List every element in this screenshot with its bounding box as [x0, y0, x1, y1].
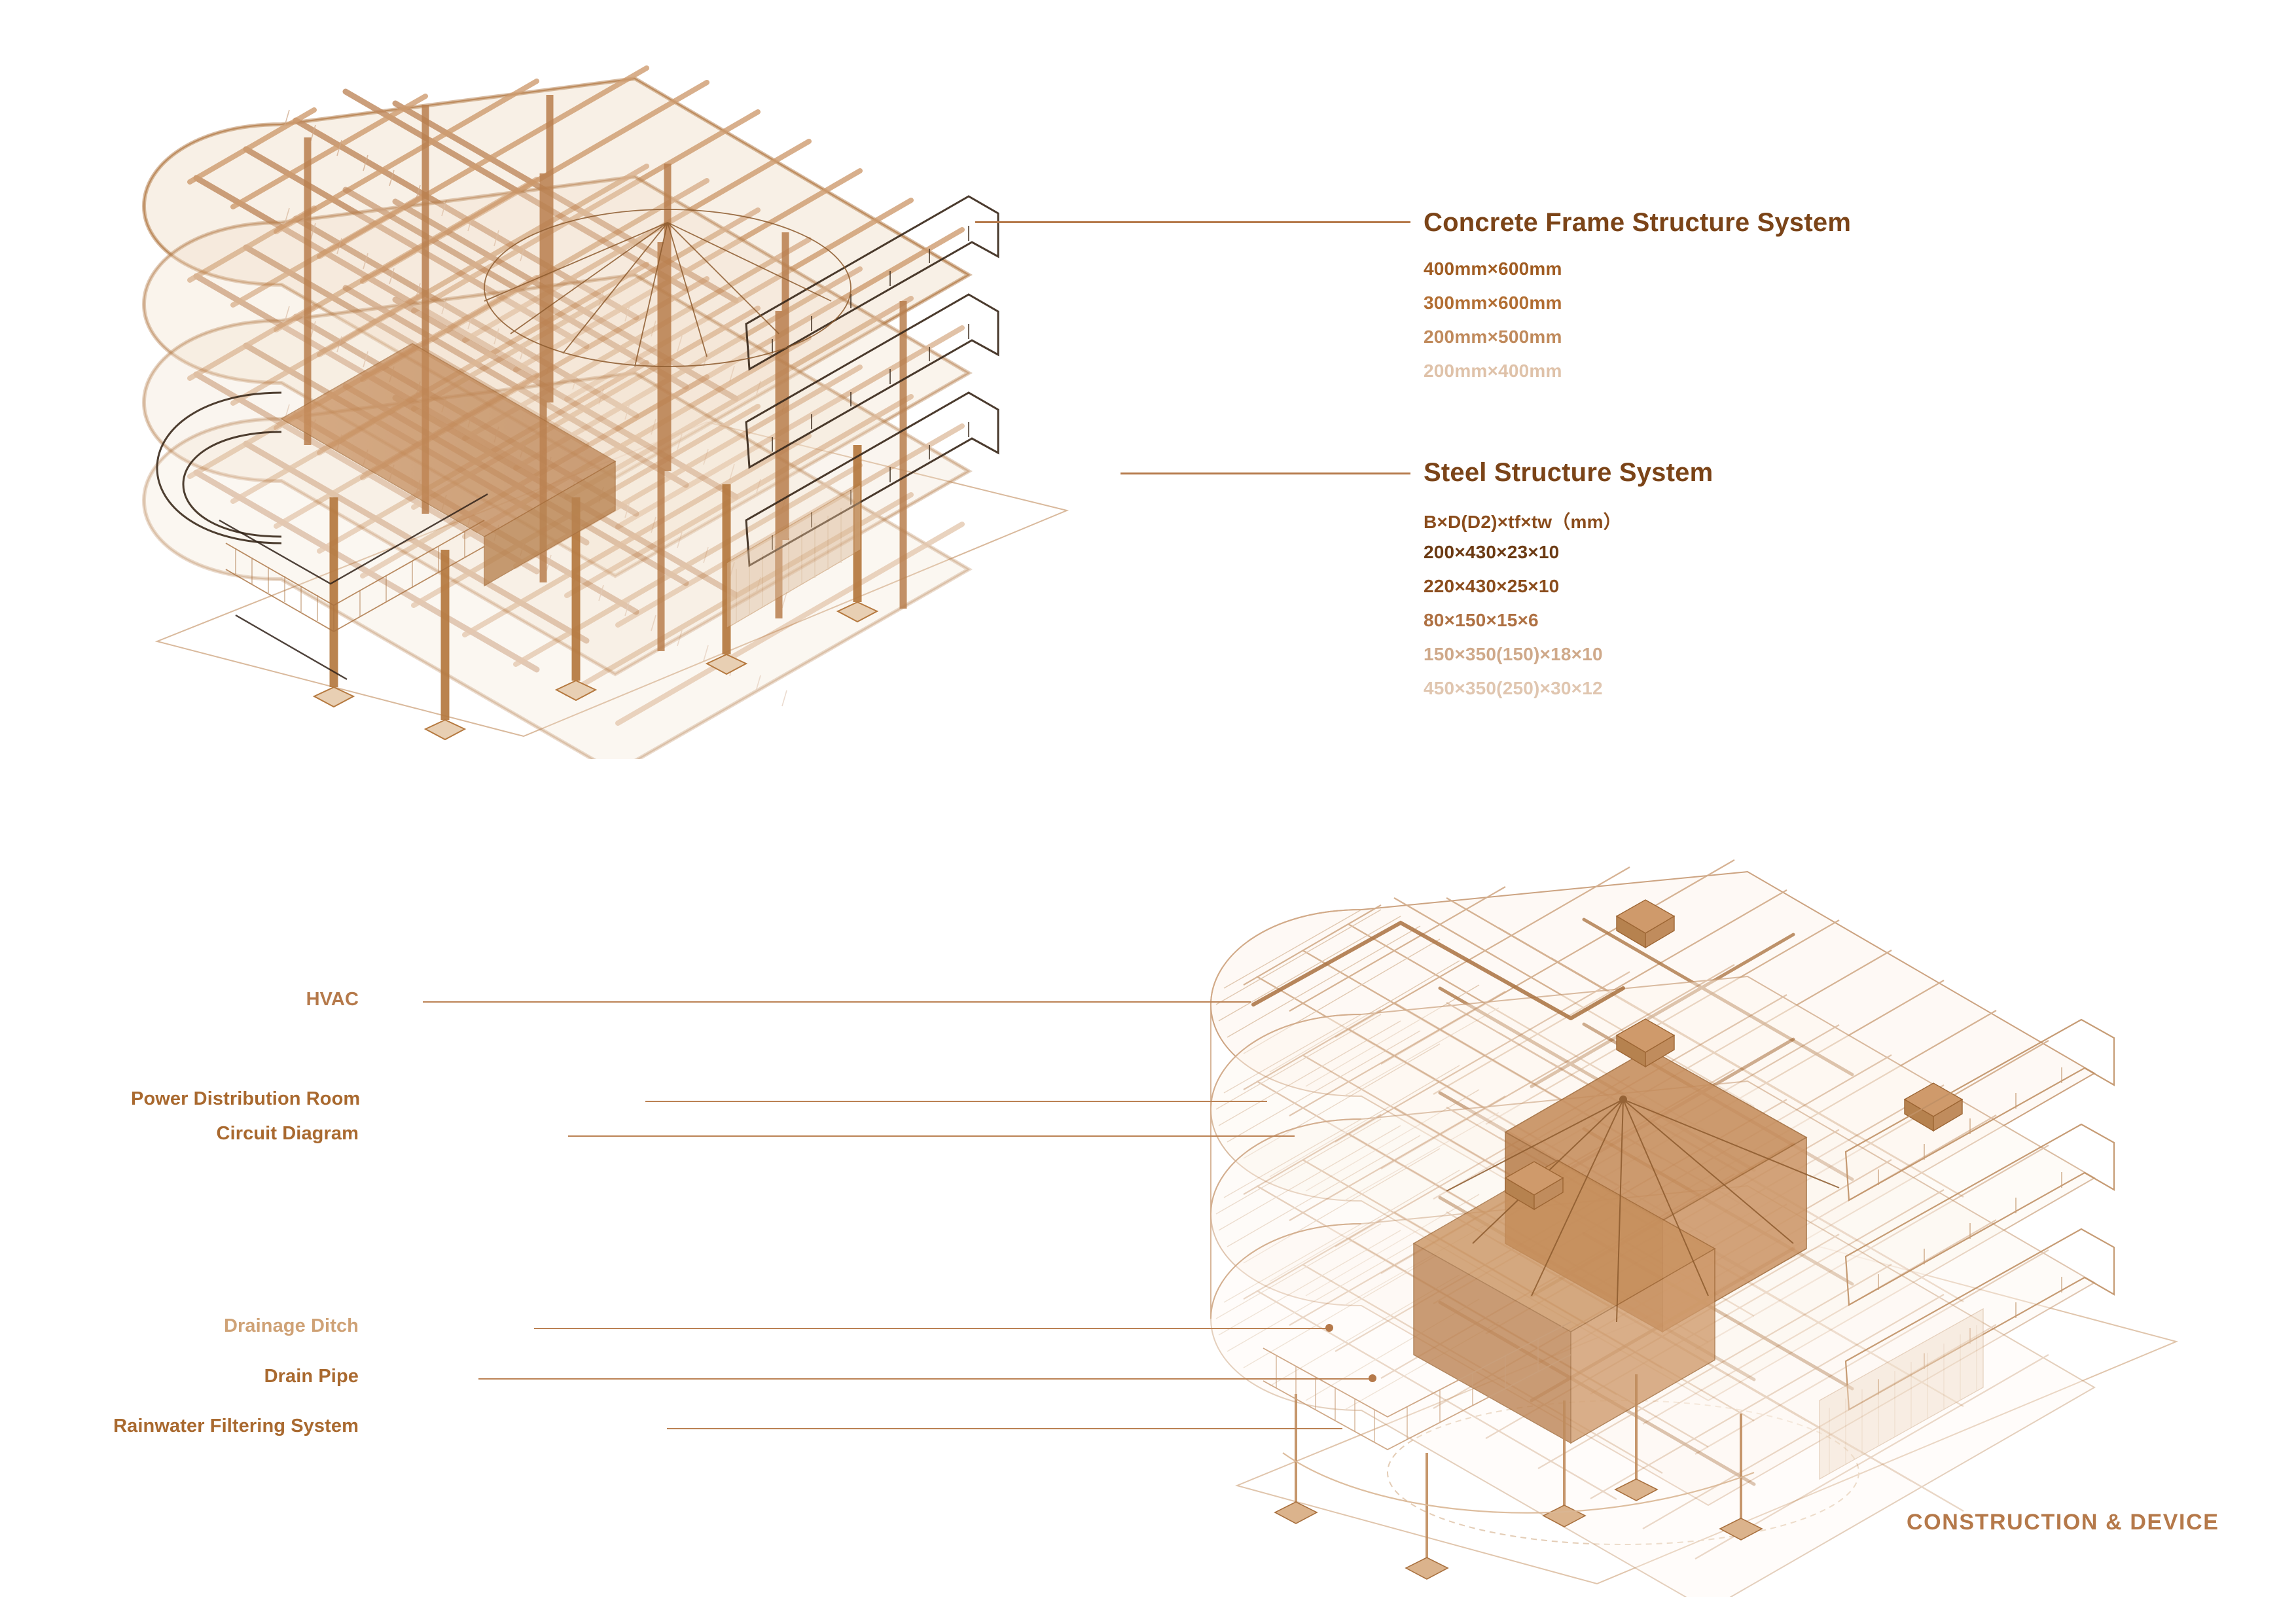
annotation-item-steel-1: B×D(D2)×tf×tw（mm） — [1424, 512, 1622, 532]
leader-line-circuit-diagram — [568, 1135, 1295, 1137]
annotation-item-concrete-4: 200mm×400mm — [1424, 361, 1562, 381]
annotation-item-steel-6: 450×350(250)×30×12 — [1424, 678, 1603, 698]
leader-line-drain-pipe — [478, 1378, 1372, 1380]
label-drainage-ditch: Drainage Ditch — [223, 1315, 359, 1336]
annotation-heading-concrete: Concrete Frame Structure System — [1424, 208, 1852, 237]
structure-svg — [118, 26, 1069, 759]
annotation-item-concrete-3: 200mm×500mm — [1424, 327, 1562, 347]
leader-endpoint-drainage-ditch — [1325, 1324, 1333, 1332]
annotation-heading-steel: Steel Structure System — [1424, 458, 1713, 487]
label-hvac: HVAC — [306, 989, 359, 1010]
leader-endpoint-drain-pipe — [1369, 1374, 1376, 1382]
mep-svg — [1165, 825, 2179, 1597]
leader-line-concrete — [975, 221, 1410, 223]
mep-axonometric-drawing — [1165, 825, 2265, 1597]
leader-line-hvac — [423, 1001, 1251, 1003]
leader-line-rainwater-filtering-system — [667, 1428, 1342, 1429]
annotation-item-steel-3: 220×430×25×10 — [1424, 576, 1560, 596]
label-circuit-diagram: Circuit Diagram — [216, 1123, 359, 1144]
label-rainwater-filtering-system: Rainwater Filtering System — [113, 1416, 359, 1436]
annotation-item-steel-5: 150×350(150)×18×10 — [1424, 644, 1603, 664]
leader-line-drainage-ditch — [534, 1328, 1329, 1329]
label-power-distribution-room: Power Distribution Room — [131, 1088, 361, 1109]
annotation-item-steel-2: 200×430×23×10 — [1424, 542, 1560, 562]
annotation-item-steel-4: 80×150×15×6 — [1424, 610, 1539, 630]
label-drain-pipe: Drain Pipe — [264, 1366, 359, 1387]
leader-line-power-distribution-room — [645, 1101, 1267, 1102]
annotation-item-concrete-2: 300mm×600mm — [1424, 293, 1562, 313]
sheet-title: CONSTRUCTION & DEVICE — [1907, 1510, 2219, 1535]
structural-axonometric-drawing — [118, 26, 1178, 759]
leader-line-steel — [1121, 473, 1410, 474]
annotation-item-concrete-1: 400mm×600mm — [1424, 259, 1562, 279]
